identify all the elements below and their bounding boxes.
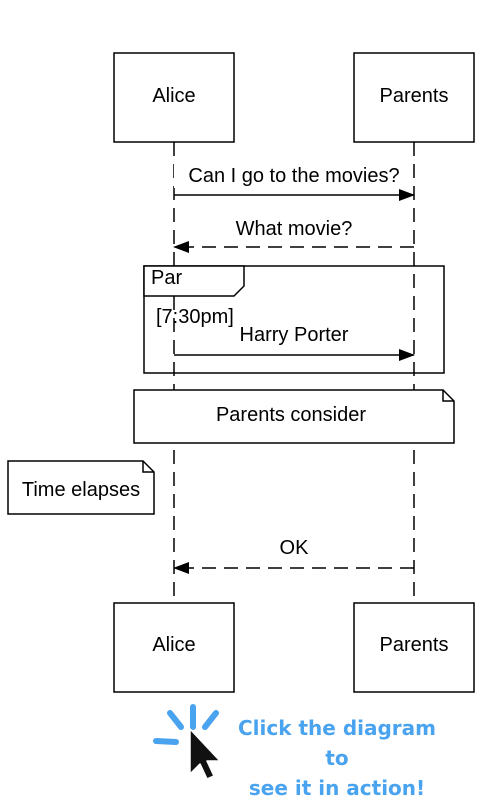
message-ok[interactable]: OK — [173, 537, 414, 574]
message-label-bg — [174, 160, 412, 188]
participant-parents-bottom[interactable]: Parents — [353, 602, 475, 693]
click-cursor-icon[interactable] — [153, 704, 221, 780]
pointer-arrow-icon — [189, 728, 221, 780]
par-fragment[interactable]: Par [7:30pm] Harry Porter — [143, 265, 445, 374]
note-parents-consider[interactable]: Parents consider — [133, 389, 455, 444]
participant-label: Parents — [380, 85, 449, 107]
message-what-movie[interactable]: What movie? — [173, 218, 414, 253]
note-time-elapses[interactable]: Time elapses — [7, 460, 155, 515]
participant-label: Alice — [152, 85, 195, 107]
fragment-guard: [7:30pm] — [156, 306, 234, 328]
participant-parents-top[interactable]: Parents — [353, 52, 475, 143]
note-label: Parents consider — [216, 404, 366, 426]
click-burst-icon — [153, 704, 219, 745]
note-fold — [142, 461, 154, 473]
message-label: OK — [280, 537, 310, 559]
message-can-i-go[interactable]: Can I go to the movies? — [174, 160, 415, 201]
participant-alice-top[interactable]: Alice — [113, 52, 235, 143]
message-label: Harry Porter — [240, 324, 349, 346]
note-label: Time elapses — [22, 479, 140, 501]
participant-alice-bottom[interactable]: Alice — [113, 602, 235, 693]
click-to-animate-link[interactable]: Click the diagram to see it in action! — [226, 713, 448, 803]
note-fold — [442, 390, 454, 402]
message-label: Can I go to the movies? — [188, 165, 399, 187]
fragment-operator: Par — [151, 267, 182, 289]
participant-label: Alice — [152, 634, 195, 656]
cta-line-1: Click the diagram to — [237, 716, 437, 770]
fragment-operator-tab — [143, 265, 245, 297]
cta-line-2: see it in action! — [248, 776, 426, 800]
message-label: What movie? — [236, 218, 353, 240]
participant-label: Parents — [380, 634, 449, 656]
